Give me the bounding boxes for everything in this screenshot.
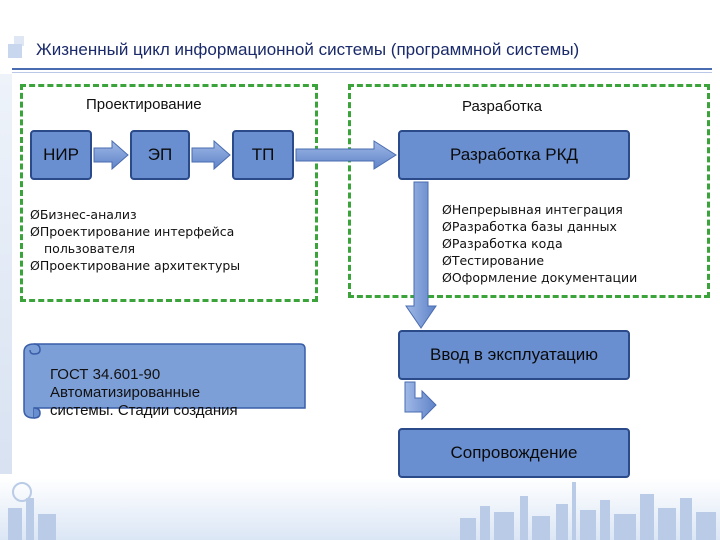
arrow-nir-to-ep (93, 139, 129, 171)
note-line: ГОСТ 34.601-90 (50, 366, 161, 383)
design-group-frame (20, 84, 318, 302)
list-item: ØБизнес-анализ (30, 207, 137, 222)
list-item: ØТестирование (442, 253, 545, 268)
list-item: ØРазработка кода (442, 236, 563, 251)
development-group-label: Разработка (462, 98, 542, 115)
title-underline (12, 68, 712, 70)
list-item: ØНепрерывная интеграция (442, 202, 623, 217)
slide-title: Жизненный цикл информационной системы (п… (36, 40, 580, 59)
left-decor-strip (0, 74, 12, 474)
arrow-tp-to-rkd (295, 140, 397, 170)
standard-note-text: ГОСТ 34.601-90 Автоматизированные систем… (50, 366, 238, 420)
list-item-continuation: пользователя (44, 241, 135, 256)
arrow-rkd-to-deploy (405, 181, 437, 329)
stage-tp-box: ТП (232, 130, 294, 180)
note-line: Автоматизированные (50, 384, 201, 401)
stage-deployment-box: Ввод в эксплуатацию (398, 330, 630, 380)
arrow-ep-to-tp (191, 139, 231, 171)
list-item: ØОформление документации (442, 270, 638, 285)
header-decor-square (14, 36, 24, 46)
stage-ep-box: ЭП (130, 130, 190, 180)
standard-note-scroll (23, 343, 306, 419)
development-group-frame (348, 84, 710, 298)
note-line: системы. Стадии создания (50, 402, 238, 419)
design-activities-list: ØБизнес-анализ ØПроектирование интерфейс… (30, 206, 240, 274)
stage-nir-box: НИР (30, 130, 92, 180)
title-underline-light (12, 72, 712, 73)
development-activities-list: ØНепрерывная интеграция ØРазработка базы… (442, 201, 637, 286)
stage-support-box: Сопровождение (398, 428, 630, 478)
list-item: ØПроектирование интерфейса (30, 224, 235, 239)
design-group-label: Проектирование (86, 96, 202, 113)
arrow-deploy-to-support (404, 381, 437, 421)
header-decor-square (8, 44, 22, 58)
stage-rkd-box: Разработка РКД (398, 130, 630, 180)
city-skyline-decoration (0, 478, 720, 540)
list-item: ØРазработка базы данных (442, 219, 617, 234)
list-item: ØПроектирование архитектуры (30, 258, 241, 273)
